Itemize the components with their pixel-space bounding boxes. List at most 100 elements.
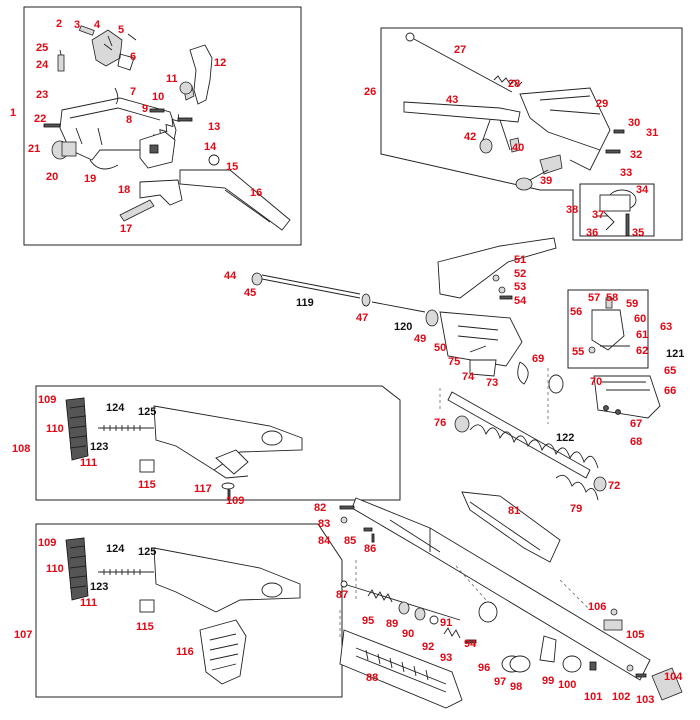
part-label-50: 50 [434, 342, 446, 354]
part-label-56: 56 [570, 306, 582, 318]
part-label-85: 85 [344, 535, 356, 547]
part-label-108: 108 [12, 443, 30, 455]
part-label-106: 106 [588, 601, 606, 613]
part-label-92: 92 [422, 641, 434, 653]
part-label-73: 73 [486, 377, 498, 389]
part-label-124: 124 [106, 402, 125, 414]
part-label-90: 90 [402, 628, 414, 640]
part-label-15: 15 [226, 161, 238, 173]
part-label-9: 9 [142, 103, 148, 115]
part-label-33: 33 [620, 167, 632, 179]
part-label-2: 2 [56, 18, 62, 30]
part-label-28: 28 [508, 78, 520, 90]
part-label-38: 38 [566, 204, 578, 216]
part-label-72: 72 [608, 480, 620, 492]
part-label-103: 103 [636, 694, 654, 706]
part-label-21: 21 [28, 143, 40, 155]
part-label-66: 66 [664, 385, 676, 397]
part-label-25: 25 [36, 42, 48, 54]
part-label-32: 32 [630, 149, 642, 161]
part-label-83: 83 [318, 518, 330, 530]
part-label-91: 91 [440, 617, 452, 629]
part-label-101: 101 [584, 691, 602, 703]
part-label-104: 104 [664, 671, 683, 683]
bolt-carrier-panel [380, 27, 683, 241]
part-label-111: 111 [80, 597, 97, 609]
part-label-47: 47 [356, 312, 368, 324]
part-label-110: 110 [46, 563, 64, 575]
part-label-53: 53 [514, 281, 526, 293]
part-label-31: 31 [646, 127, 658, 139]
part-label-109: 109 [226, 495, 244, 507]
part-label-120: 120 [394, 321, 412, 333]
part-label-3: 3 [74, 19, 80, 31]
part-label-49: 49 [414, 333, 426, 345]
part-label-54: 54 [514, 295, 527, 307]
part-label-123: 123 [90, 441, 108, 453]
part-label-111: 111 [80, 457, 97, 469]
part-label-122: 122 [556, 432, 574, 444]
part-label-52: 52 [514, 268, 526, 280]
part-label-12: 12 [214, 57, 226, 69]
part-label-51: 51 [514, 254, 526, 266]
part-label-65: 65 [664, 365, 676, 377]
part-label-115: 115 [136, 621, 154, 633]
part-label-40: 40 [512, 142, 524, 154]
part-label-37: 37 [592, 209, 604, 221]
part-label-57: 57 [588, 292, 600, 304]
part-label-20: 20 [46, 171, 58, 183]
part-label-79: 79 [570, 503, 582, 515]
part-label-125: 125 [138, 406, 156, 418]
part-label-121: 121 [666, 348, 684, 360]
part-label-75: 75 [448, 356, 460, 368]
part-label-67: 67 [630, 418, 642, 430]
stock-panel-upper [35, 385, 401, 501]
part-label-125: 125 [138, 546, 156, 558]
part-label-109: 109 [38, 537, 56, 549]
part-label-22: 22 [34, 113, 46, 125]
stock-panel-lower [35, 523, 343, 698]
part-label-100: 100 [558, 679, 576, 691]
part-label-1: 1 [10, 107, 16, 119]
part-label-105: 105 [626, 629, 644, 641]
part-label-68: 68 [630, 436, 642, 448]
part-label-19: 19 [84, 173, 96, 185]
part-label-18: 18 [118, 184, 130, 196]
part-label-115: 115 [138, 479, 156, 491]
part-label-69: 69 [532, 353, 544, 365]
part-label-123: 123 [90, 581, 108, 593]
part-label-44: 44 [224, 270, 237, 282]
part-label-13: 13 [208, 121, 220, 133]
part-label-42: 42 [464, 131, 476, 143]
part-label-16: 16 [250, 187, 262, 199]
part-label-96: 96 [478, 662, 490, 674]
part-label-88: 88 [366, 672, 378, 684]
part-label-4: 4 [94, 19, 101, 31]
part-label-11: 11 [166, 73, 178, 85]
part-label-87: 87 [336, 589, 348, 601]
part-label-29: 29 [596, 98, 608, 110]
part-label-7: 7 [130, 86, 136, 98]
part-label-27: 27 [454, 44, 466, 56]
part-label-23: 23 [36, 89, 48, 101]
part-label-6: 6 [130, 51, 136, 63]
part-label-24: 24 [36, 59, 49, 71]
part-label-61: 61 [636, 329, 648, 341]
part-label-82: 82 [314, 502, 326, 514]
magazine-and-forend-group [251, 237, 661, 501]
part-label-43: 43 [446, 94, 458, 106]
part-label-97: 97 [494, 676, 506, 688]
part-label-84: 84 [318, 535, 331, 547]
part-label-10: 10 [152, 91, 164, 103]
part-label-26: 26 [364, 86, 376, 98]
part-label-14: 14 [204, 141, 217, 153]
part-label-109: 109 [38, 394, 56, 406]
part-label-58: 58 [606, 292, 618, 304]
part-label-98: 98 [510, 681, 522, 693]
part-label-62: 62 [636, 345, 648, 357]
part-label-99: 99 [542, 675, 554, 687]
part-label-102: 102 [612, 691, 630, 703]
part-label-39: 39 [540, 175, 552, 187]
part-label-55: 55 [572, 346, 584, 358]
